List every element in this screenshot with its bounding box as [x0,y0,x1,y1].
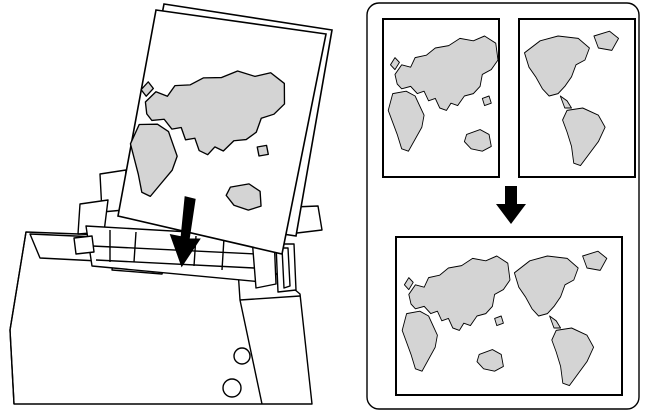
merge-panel [367,3,639,409]
scanner-button-bottom [223,379,241,397]
scanner-button-top [234,348,250,364]
